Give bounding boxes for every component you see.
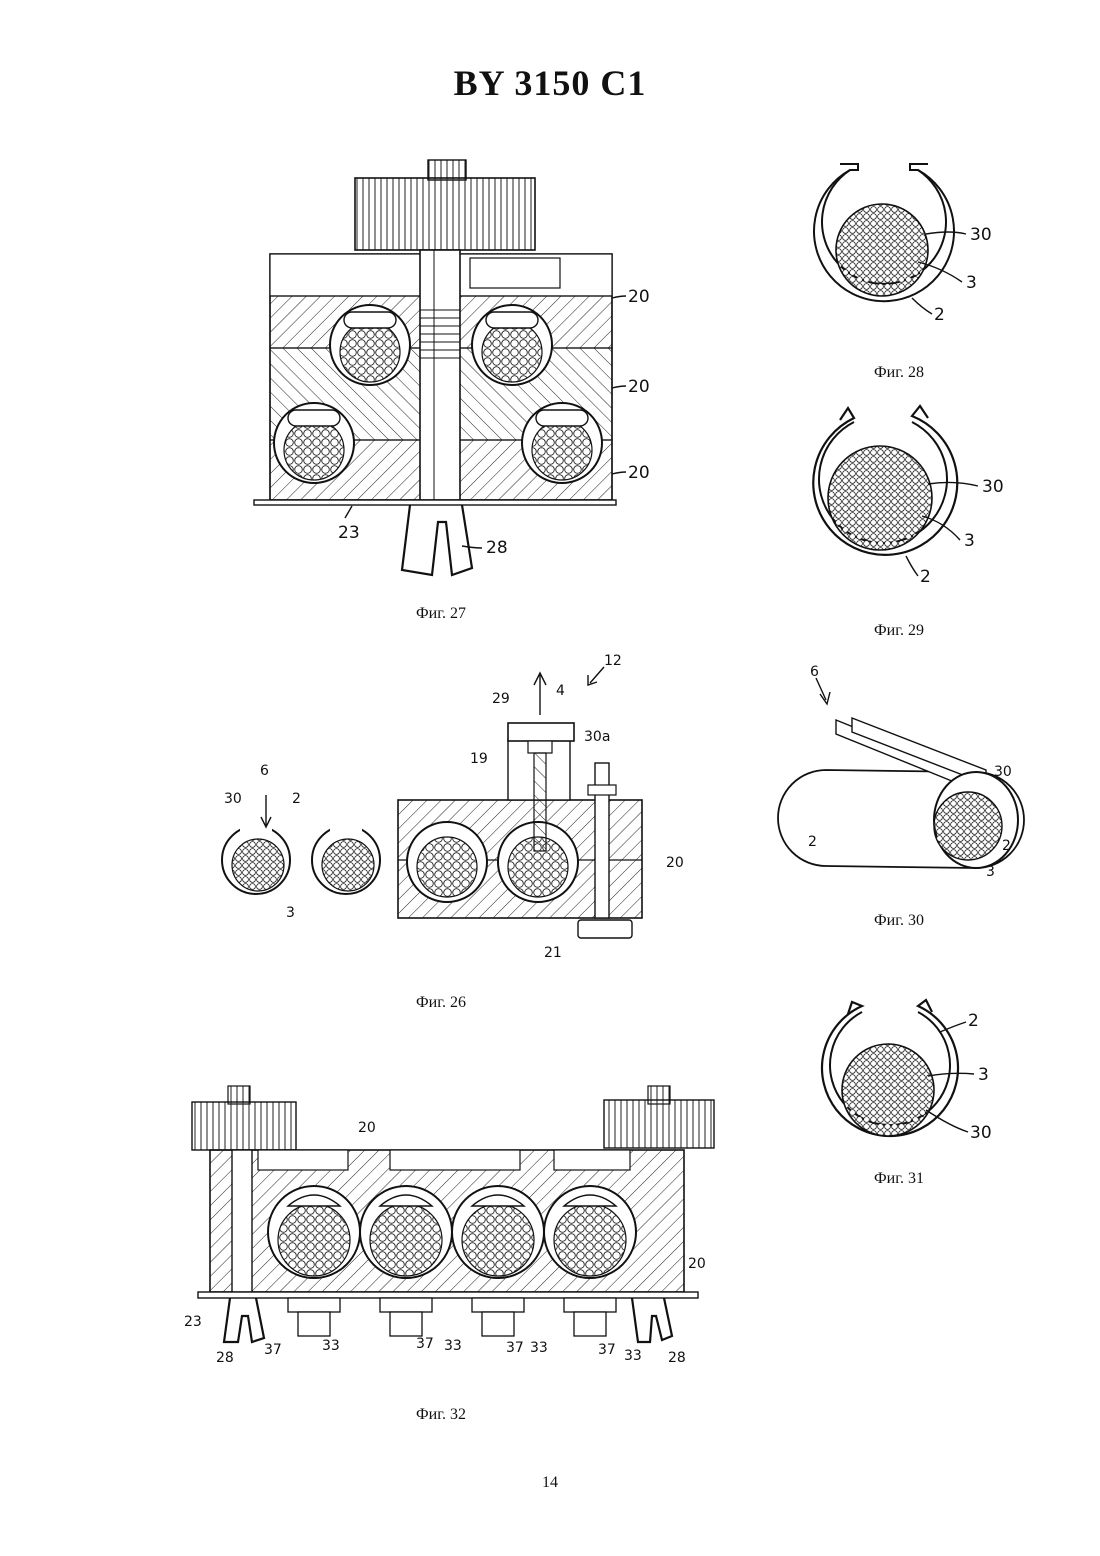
fig26-label-6: 6 [260, 763, 269, 779]
fig31-label-2: 2 [968, 1011, 979, 1031]
figure-31-drawing: 2 3 30 [800, 990, 1030, 1160]
fig32-label-28-right: 28 [668, 1350, 686, 1366]
fig27-caption: Фиг. 27 [416, 605, 466, 623]
fig26-caption: Фиг. 26 [416, 994, 466, 1012]
fig30-caption: Фиг. 30 [874, 912, 924, 930]
fig26-label-30a: 30a [584, 729, 610, 745]
figure-27-drawing: 20 20 20 23 28 [240, 150, 660, 590]
fig26-label-20: 20 [666, 855, 684, 871]
fig28-label-2: 2 [934, 305, 945, 325]
fig27-label-20-top: 20 [628, 287, 650, 307]
fig32-label-37-1: 37 [264, 1342, 282, 1358]
fig26-label-12: 12 [604, 653, 622, 669]
fig30-label-2-left: 2 [808, 834, 817, 850]
fig32-label-28-left: 28 [216, 1350, 234, 1366]
document-title: BY 3150 C1 [0, 62, 1100, 104]
fig30-label-2-right: 2 [1002, 838, 1011, 854]
fig32-label-33-2: 33 [444, 1338, 462, 1354]
page-number: 14 [0, 1474, 1100, 1492]
figure-32-drawing: 20 20 23 28 37 33 37 33 37 33 37 33 28 [180, 1080, 720, 1380]
fig27-label-20-middle: 20 [628, 377, 650, 397]
fig28-label-30: 30 [970, 225, 992, 245]
figure-28-drawing: 30 3 2 [800, 150, 1020, 330]
fig30-label-30: 30 [994, 764, 1012, 780]
fig29-label-3: 3 [964, 531, 975, 551]
fig31-caption: Фиг. 31 [874, 1170, 924, 1188]
fig32-caption: Фиг. 32 [416, 1406, 466, 1424]
fig32-label-20-right: 20 [688, 1256, 706, 1272]
figure-30-drawing: 6 30 2 2 3 [796, 660, 1046, 900]
fig32-label-37-2: 37 [416, 1336, 434, 1352]
fig32-label-33-4: 33 [624, 1348, 642, 1364]
figure-26-drawing: 12 4 29 30a 19 6 30 2 3 20 21 [200, 645, 700, 965]
fig32-label-20-top: 20 [358, 1120, 376, 1136]
fig26-label-2: 2 [292, 791, 301, 807]
fig28-label-3: 3 [966, 273, 977, 293]
figure-29-drawing: 30 3 2 [800, 400, 1020, 590]
fig26-label-30: 30 [224, 791, 242, 807]
fig29-label-2: 2 [920, 567, 931, 587]
fig32-label-33-1: 33 [322, 1338, 340, 1354]
fig27-label-20-bottom: 20 [628, 463, 650, 483]
fig32-label-33-3: 33 [530, 1340, 548, 1356]
fig32-label-37-3: 37 [506, 1340, 524, 1356]
fig26-label-3: 3 [286, 905, 295, 921]
fig29-caption: Фиг. 29 [874, 622, 924, 640]
fig27-label-23: 23 [338, 523, 360, 543]
fig32-label-23: 23 [184, 1314, 202, 1330]
fig26-label-19: 19 [470, 751, 488, 767]
fig29-label-30: 30 [982, 477, 1004, 497]
fig28-caption: Фиг. 28 [874, 364, 924, 382]
fig27-label-28: 28 [486, 538, 508, 558]
fig31-label-30: 30 [970, 1123, 992, 1143]
fig32-label-37-4: 37 [598, 1342, 616, 1358]
fig31-label-3: 3 [978, 1065, 989, 1085]
fig26-label-4: 4 [556, 683, 565, 699]
fig26-label-21: 21 [544, 945, 562, 961]
fig30-label-6: 6 [810, 664, 819, 680]
fig26-label-29: 29 [492, 691, 510, 707]
fig30-label-3: 3 [986, 864, 995, 880]
